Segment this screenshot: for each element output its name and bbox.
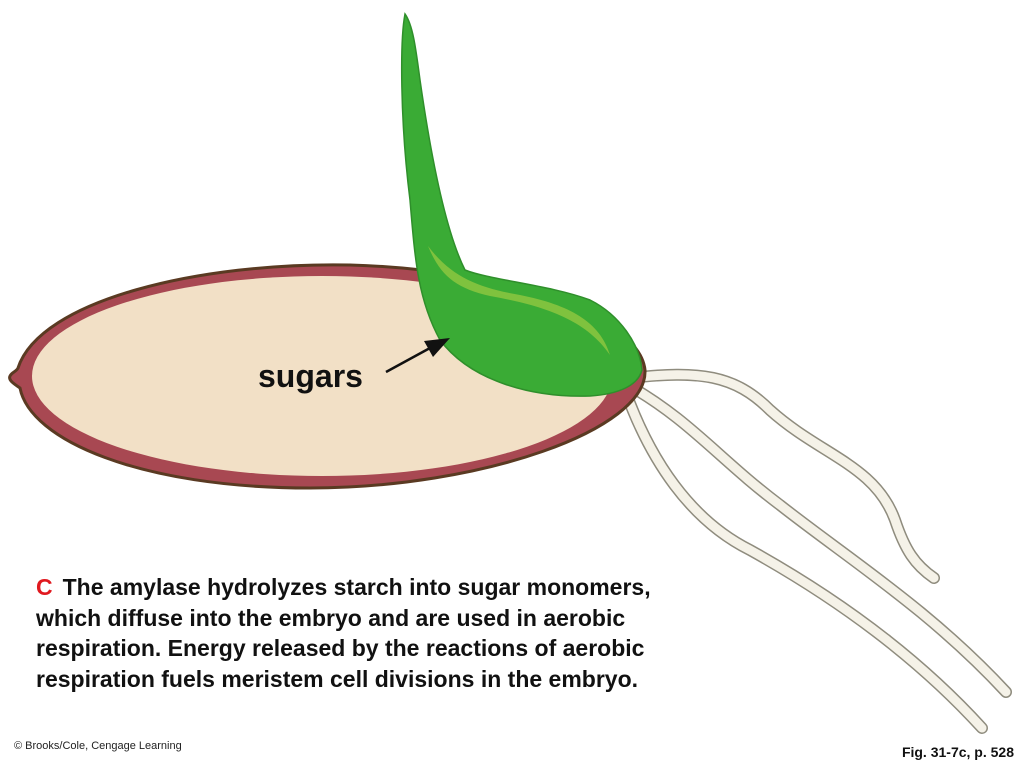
figure-caption: C The amylase hydrolyzes starch into suga…: [36, 572, 756, 694]
sugars-arrow: [385, 338, 450, 374]
figure-reference: Fig. 31-7c, p. 528: [901, 744, 1014, 760]
caption-line-4: respiration fuels meristem cell division…: [36, 665, 639, 692]
embryo-highlight: [428, 246, 610, 355]
caption-line-3: respiration. Energy released by the reac…: [36, 635, 645, 661]
sugars-label: sugars: [258, 358, 363, 394]
caption-line-2: which diffuse into the embryo and are us…: [36, 604, 626, 631]
embryo: [400, 12, 643, 397]
embryo-shoot: [400, 12, 643, 397]
root-3: [619, 384, 988, 734]
copyright-credit: © Brooks/Cole, Cengage Learning: [14, 740, 182, 752]
caption-line-1: C The amylase hydrolyzes starch into suga…: [36, 572, 756, 603]
panel-letter: C: [36, 574, 53, 600]
caption-line-1-text: The amylase hydrolyzes starch into sugar…: [62, 574, 651, 600]
root-1: [624, 368, 940, 584]
roots: [619, 368, 1012, 734]
root-2: [622, 379, 1012, 698]
